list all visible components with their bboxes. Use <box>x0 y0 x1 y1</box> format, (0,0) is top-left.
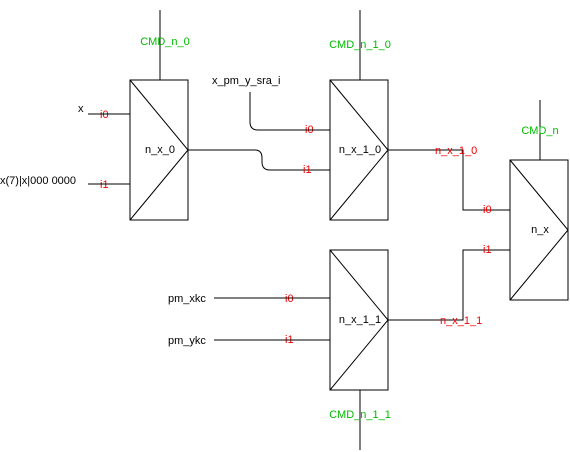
mux-name-n-x-1-0: n_x_1_0 <box>339 144 381 156</box>
mux-n-x-0[interactable]: CMD_n_0 n_x_0 i0 i1 <box>100 10 190 221</box>
port-i0-n-x: i0 <box>483 204 492 216</box>
signal-n-x-1-0-label: n_x_1_0 <box>435 145 477 157</box>
mux-box-n-x-1-1[interactable] <box>329 249 389 391</box>
cmd-label-n-x: CMD_n <box>521 125 558 137</box>
mux-box-n-x-0[interactable] <box>129 79 189 221</box>
mux-box-n-x[interactable] <box>509 159 569 301</box>
cmd-label-n-x-1-0: CMD_n_1_0 <box>329 39 391 51</box>
cmd-label-n-x-1-1: CMD_n_1_1 <box>329 409 391 421</box>
mux-n-x[interactable]: CMD_n n_x i0 i1 <box>483 100 569 301</box>
mux-triangle-n-x <box>509 159 569 301</box>
mux-n-x-1-1[interactable]: CMD_n_1_1 n_x_1_1 i0 i1 <box>285 249 391 450</box>
wire-x-pm-y-sra-i <box>249 92 330 131</box>
mux-name-n-x-1-1: n_x_1_1 <box>339 314 381 326</box>
cmd-label-n-x-0: CMD_n_0 <box>140 36 190 48</box>
signal-n-x-1-1-label: n_x_1_1 <box>440 315 482 327</box>
port-i1-n-x-0: i1 <box>100 179 109 191</box>
mux-n-x-1-0[interactable]: CMD_n_1_0 n_x_1_0 i0 i1 <box>303 10 391 221</box>
mux-name-n-x-0: n_x_0 <box>145 144 175 156</box>
input-pm-xkc-label: pm_xkc <box>168 293 206 305</box>
input-x-concat-label: x(7)|x|000 0000 <box>0 175 76 187</box>
input-x-label: x <box>78 103 84 115</box>
port-i1-n-x-1-0: i1 <box>303 164 312 176</box>
port-i0-n-x-0: i0 <box>100 109 109 121</box>
mux-name-n-x: n_x <box>531 224 549 236</box>
input-pm-ykc-label: pm_ykc <box>168 335 206 347</box>
input-x-pm-y-sra-i-label: x_pm_y_sra_i <box>212 75 280 87</box>
wire-n-x-1-1-to-n-x <box>388 249 510 321</box>
port-i0-n-x-1-1: i0 <box>285 293 294 305</box>
wire-n-x-0-to-n-x-1-0 <box>188 149 330 171</box>
port-i1-n-x: i1 <box>483 244 492 256</box>
wire-n-x-1-0-to-n-x <box>388 149 510 211</box>
